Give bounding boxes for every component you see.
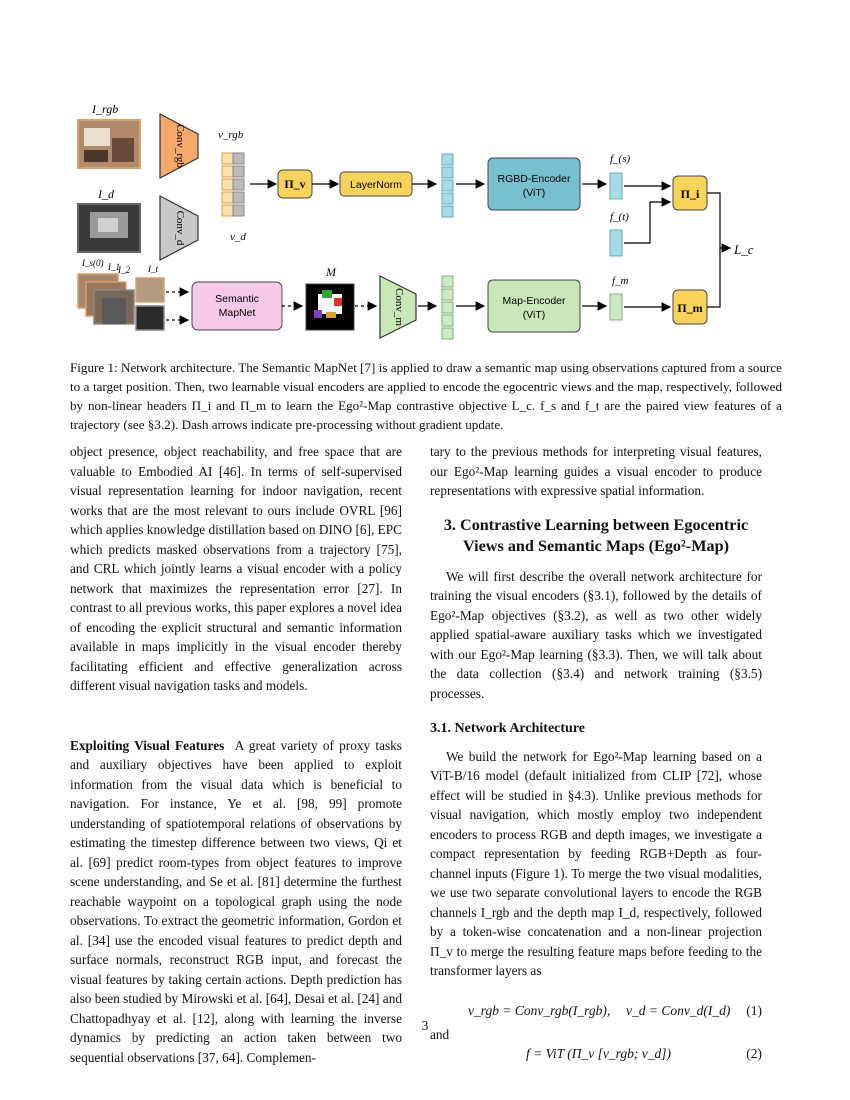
semantic-map-image xyxy=(305,283,355,331)
right-paragraph-0: tary to the previous methods for interpr… xyxy=(430,444,762,498)
f-t-feature xyxy=(609,229,623,257)
observation-sequence-images xyxy=(77,273,165,331)
label-l-c: L_c xyxy=(733,242,754,257)
left-paragraph-2-text: A great variety of proxy tasks and auxil… xyxy=(70,737,402,1065)
equation-1-right: v_d = Conv_d(I_d) xyxy=(626,1002,731,1018)
layernorm-label: LayerNorm xyxy=(350,179,402,191)
equation-1: v_rgb = Conv_rgb(I_rgb), v_d = Conv_d(I_… xyxy=(430,993,762,1025)
label-i-s0: I_s(0) xyxy=(81,258,104,268)
f-s-feature xyxy=(609,172,623,200)
left-paragraph-2: Exploiting Visual Features A great varie… xyxy=(70,736,402,1068)
conv-rgb-block xyxy=(159,113,199,179)
rgbd-encoder-sub: (ViT) xyxy=(523,187,546,199)
map-encoder-sub: (ViT) xyxy=(523,309,546,321)
equation-2-body: f = ViT (Π_v [v_rgb; v_d]) xyxy=(526,1046,671,1061)
pi-v-label: Π_v xyxy=(284,177,305,191)
right-paragraph-1: We will first describe the overall netwo… xyxy=(430,568,762,701)
depth-input-image xyxy=(77,203,141,253)
equation-1-left: v_rgb = Conv_rgb(I_rgb), xyxy=(468,1002,611,1018)
label-i-t: I_t xyxy=(147,264,158,274)
semantic-mapnet-label: Semantic xyxy=(215,293,259,305)
conv-rgb-label: Conv_rgb xyxy=(174,124,186,168)
right-paragraph-2: We build the network for Ego²-Map learni… xyxy=(430,748,762,979)
section-heading: 3. Contrastive Learning between Egocentr… xyxy=(443,515,749,555)
map-tokens xyxy=(441,275,454,340)
right-column: tary to the previous methods for interpr… xyxy=(430,442,762,1076)
figure-caption: Figure 1: Network architecture. The Sema… xyxy=(70,360,782,432)
label-i-1: I_1 xyxy=(107,262,120,272)
conv-d-label: Conv_d xyxy=(174,211,186,246)
rgbd-encoder-label: RGBD-Encoder xyxy=(498,173,571,185)
left-paragraph-1: object presence, object reachability, an… xyxy=(70,444,403,693)
map-encoder-block xyxy=(487,279,581,333)
conv-m-label: Conv_m xyxy=(393,288,405,326)
concatenated-tokens xyxy=(221,152,245,217)
equation-2-number: (2) xyxy=(746,1046,762,1061)
subsection-heading: 3.1. Network Architecture xyxy=(430,721,585,736)
semantic-mapnet-block xyxy=(191,281,283,331)
label-v-d: v_d xyxy=(230,231,246,243)
architecture-figure: I_rgb I_d I_s(0) I_1 I_2 I_t Conv_rgb Co… xyxy=(70,98,770,346)
pi-i-label: Π_i xyxy=(681,187,700,201)
label-f-t: f_(t) xyxy=(610,211,629,223)
map-encoder-label: Map-Encoder xyxy=(502,295,566,307)
rgb-input-image xyxy=(77,119,141,169)
semantic-mapnet-sub: MapNet xyxy=(219,307,256,319)
pi-m-label: Π_m xyxy=(677,301,702,315)
label-i-2: I_2 xyxy=(117,265,130,275)
f-m-feature xyxy=(609,293,623,321)
conv-d-block xyxy=(159,195,199,261)
label-m: M xyxy=(325,265,337,279)
and-text: and xyxy=(430,1026,450,1042)
label-i-rgb: I_rgb xyxy=(91,102,118,116)
left-column: object presence, object reachability, an… xyxy=(70,442,402,1067)
label-f-m: f_m xyxy=(612,275,629,287)
rgbd-encoder-block xyxy=(487,157,581,211)
rgbd-tokens xyxy=(441,153,454,218)
conv-m-block xyxy=(379,275,417,339)
label-i-d: I_d xyxy=(97,187,115,201)
label-f-s: f_(s) xyxy=(610,153,631,165)
runin-heading: Exploiting Visual Features xyxy=(70,737,225,753)
label-v-rgb: v_rgb xyxy=(218,129,244,141)
equation-1-number: (1) xyxy=(746,1002,762,1018)
equation-2: f = ViT (Π_v [v_rgb; v_d]) (2) xyxy=(430,1044,762,1076)
page-number: 3 xyxy=(421,1018,429,1033)
